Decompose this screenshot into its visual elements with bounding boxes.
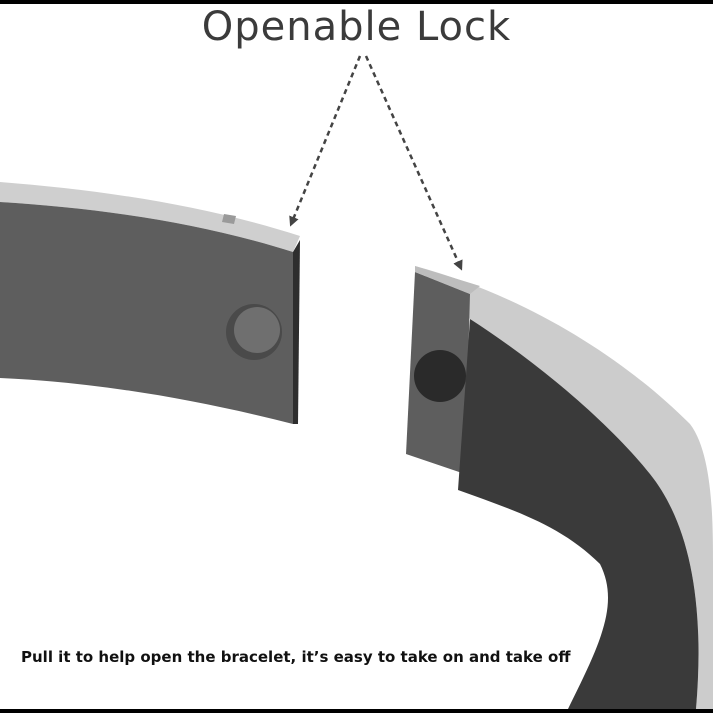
right-band-face xyxy=(458,319,699,709)
arrow-to-right-end xyxy=(364,55,463,271)
lock-socket-icon xyxy=(414,350,466,402)
diagram-title: Openable Lock xyxy=(201,4,512,50)
illustration-panel: Openable Lock Pull it to help open the b… xyxy=(0,4,713,709)
left-band-top-edge xyxy=(0,182,300,252)
right-band-outer-edge xyxy=(415,266,713,709)
left-band-notch xyxy=(222,214,236,224)
arrow-to-left-end xyxy=(289,55,362,227)
right-lock-block-top xyxy=(415,266,480,294)
bracelet-right-segment-icon xyxy=(406,266,713,709)
diagram-caption: Pull it to help open the bracelet, it’s … xyxy=(21,648,571,666)
left-band-end xyxy=(293,240,300,424)
bracelet-left-segment-icon xyxy=(0,182,300,424)
lock-knob-face xyxy=(234,307,280,353)
left-band-face xyxy=(0,202,293,424)
bracelet-diagram xyxy=(0,55,713,709)
